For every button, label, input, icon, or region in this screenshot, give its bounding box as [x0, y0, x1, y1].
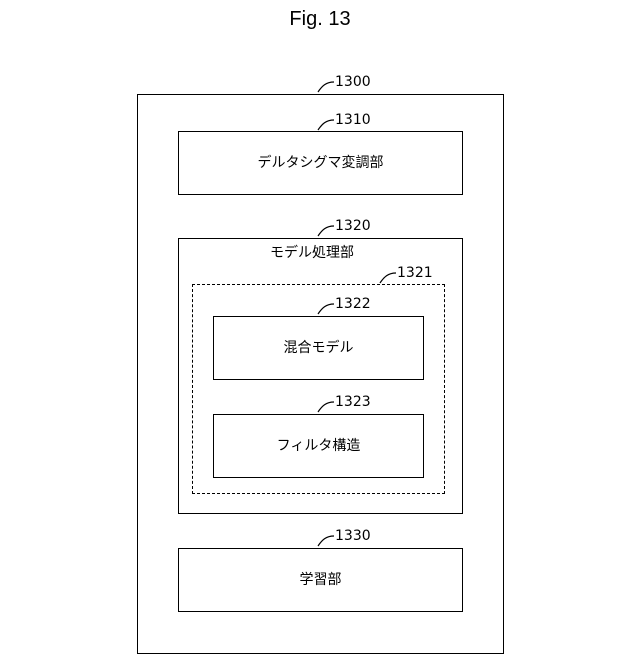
- ref-1323: 1323: [335, 394, 371, 410]
- leader-1300: [318, 82, 334, 92]
- learning-unit-label: 学習部: [300, 572, 342, 588]
- mixture-model-label: 混合モデル: [284, 340, 354, 356]
- figure-title: Fig. 13: [0, 8, 640, 31]
- ref-1320: 1320: [335, 218, 371, 234]
- ref-1330: 1330: [335, 528, 371, 544]
- ref-1321: 1321: [397, 265, 433, 281]
- learning-unit-box: 学習部: [178, 548, 463, 612]
- filter-structure-label: フィルタ構造: [277, 438, 361, 454]
- delta-sigma-modulator-box: デルタシグマ変調部: [178, 131, 463, 195]
- ref-1322: 1322: [335, 296, 371, 312]
- filter-structure-box: フィルタ構造: [213, 414, 424, 478]
- delta-sigma-modulator-label: デルタシグマ変調部: [258, 155, 384, 171]
- mixture-model-box: 混合モデル: [213, 316, 424, 380]
- model-processing-label: モデル処理部: [270, 245, 354, 261]
- ref-1300: 1300: [335, 74, 371, 90]
- ref-1310: 1310: [335, 112, 371, 128]
